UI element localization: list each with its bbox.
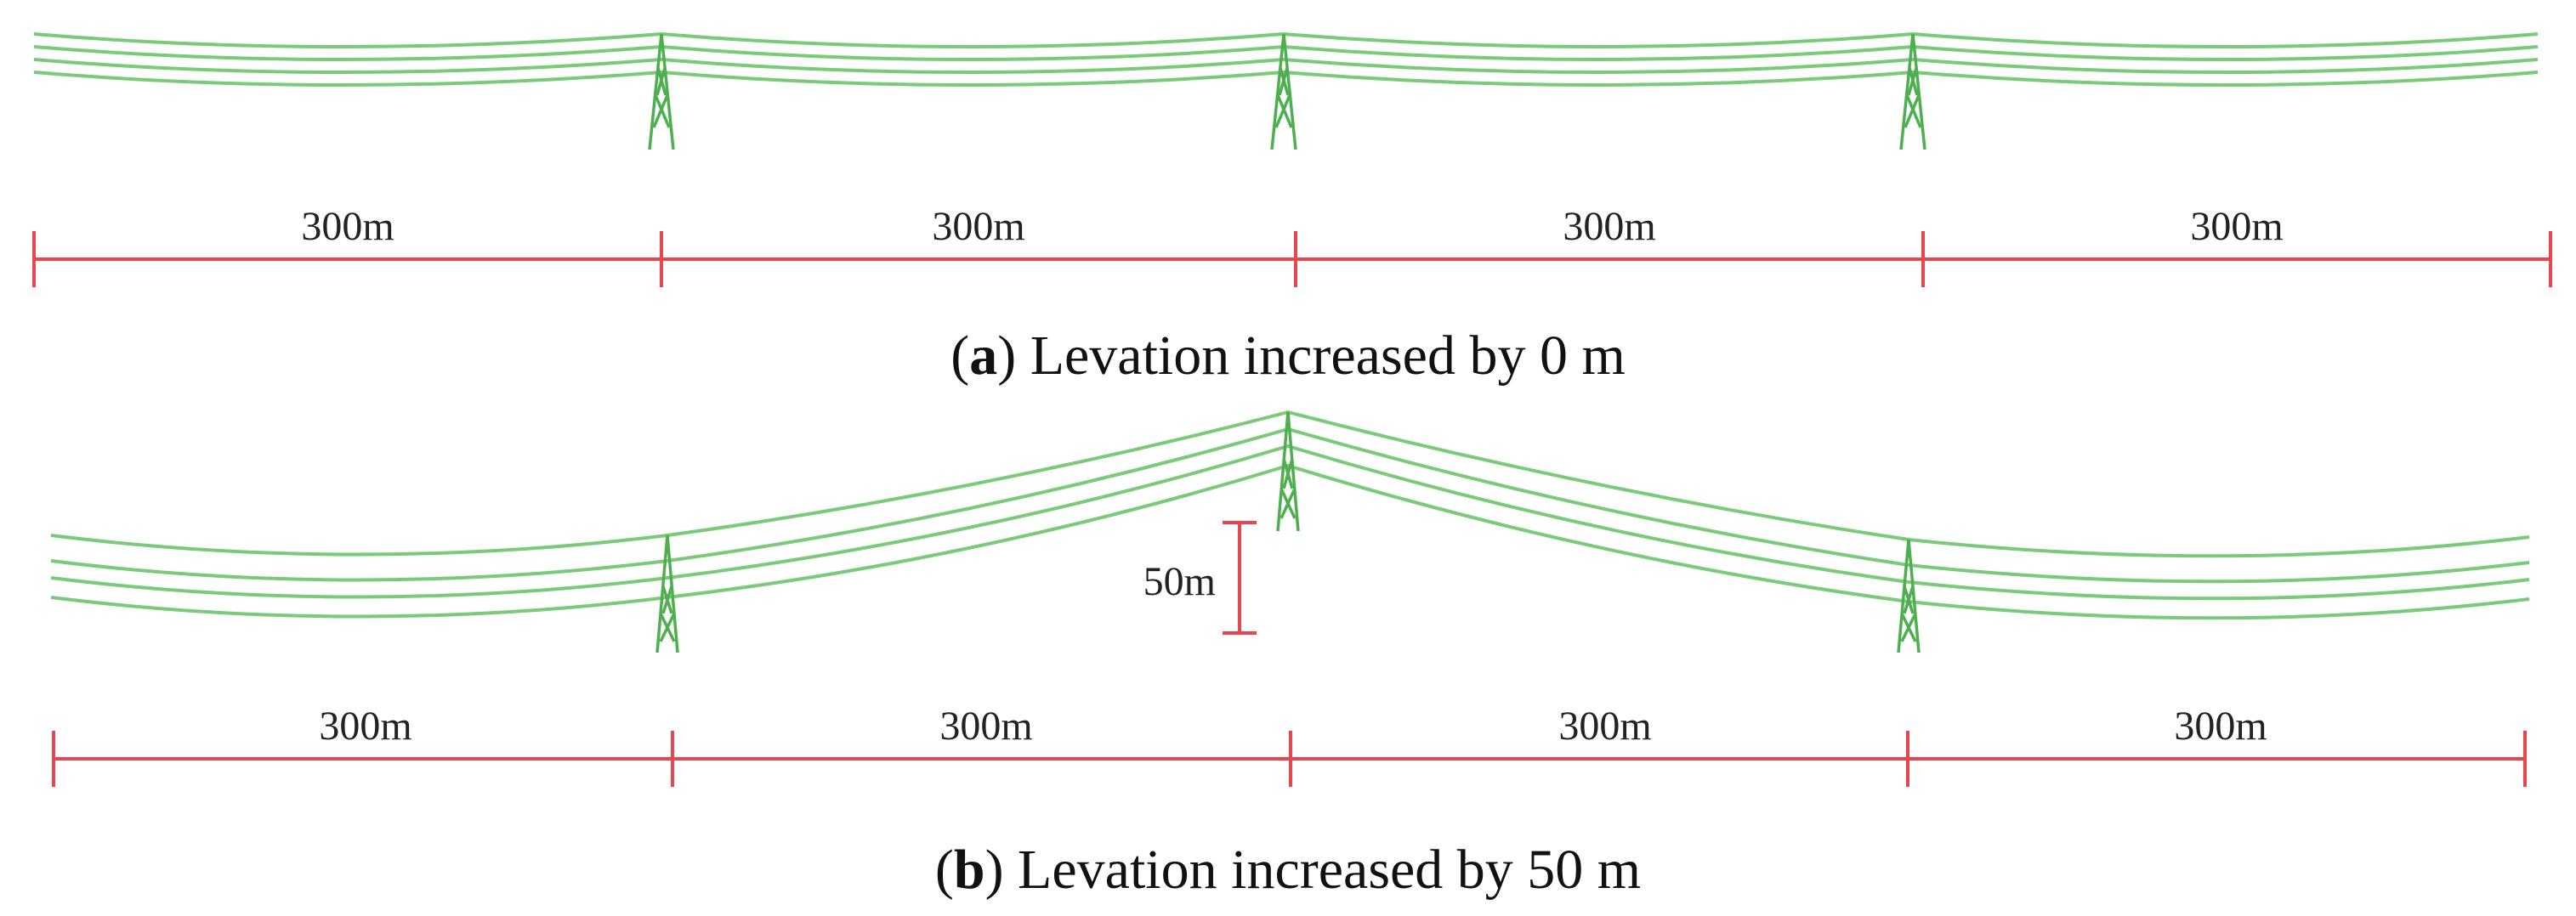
panel-b: 50m 300m 300m 300m 300m (b) Levation inc… (50, 410, 2530, 901)
panel-b-tower-1 (655, 534, 679, 653)
panel-a-caption-text: Levation increased by 0 m (1030, 325, 1626, 387)
panel-b-tower-2 (1276, 411, 1300, 532)
panel-a-caption: (a) Levation increased by 0 m (950, 325, 1626, 387)
panel-b-conductor-4 (50, 463, 2530, 620)
panel-b-span-3-label: 300m (1558, 704, 1651, 749)
panel-a-span-2-label: 300m (932, 204, 1024, 249)
panel-a-span-1-label: 300m (301, 204, 394, 249)
panel-b-span-2-label: 300m (939, 704, 1032, 749)
panel-b-height-marker: 50m (1143, 521, 1257, 635)
panel-a-conductor-3 (33, 57, 2539, 74)
panel-b-tower-3 (1897, 539, 1921, 653)
panel-a-span-4-label: 300m (2190, 204, 2283, 249)
panel-a-tower-1 (648, 33, 675, 150)
panel-a-conductor-4 (33, 70, 2539, 87)
panel-b-caption: (b) Levation increased by 50 m (935, 839, 1641, 901)
panel-a-tower-2 (1270, 33, 1297, 150)
panel-b-span-4-label: 300m (2174, 704, 2267, 749)
panel-b-span-dimension: 300m 300m 300m 300m (52, 704, 2527, 787)
panel-a: 300m 300m 300m 300m (a) Levation increas… (32, 31, 2552, 387)
panel-a-caption-letter: a (969, 325, 997, 387)
panel-a-span-dimension: 300m 300m 300m 300m (32, 204, 2552, 287)
panel-b-span-1-label: 300m (319, 704, 411, 749)
panel-a-tower-3 (1899, 33, 1926, 150)
panel-b-caption-text: Levation increased by 50 m (1018, 839, 1641, 901)
panel-a-span-3-label: 300m (1563, 204, 1655, 249)
panel-b-height-marker-label: 50m (1143, 559, 1216, 604)
panel-b-caption-letter: b (954, 839, 985, 901)
panel-b-conductor-3 (50, 444, 2530, 601)
